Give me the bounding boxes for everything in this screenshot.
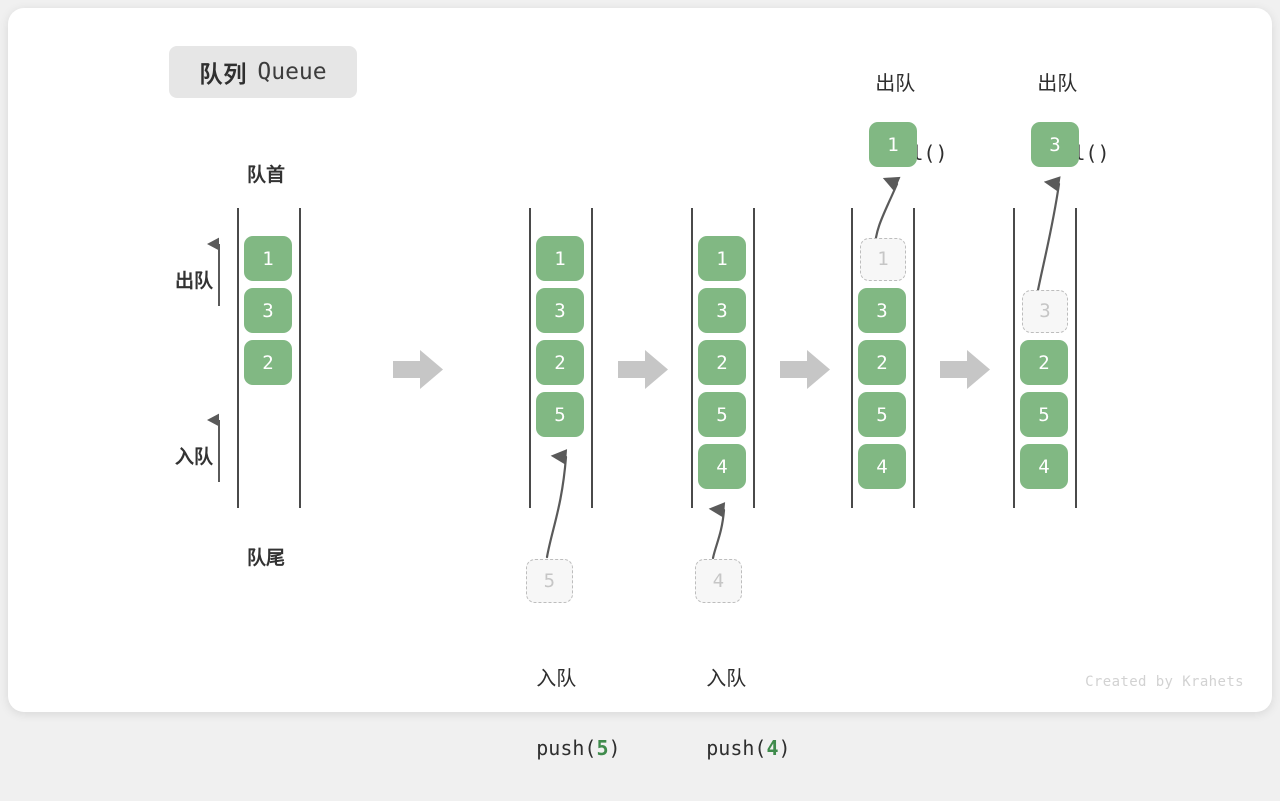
queue-cell: 1 <box>536 236 584 281</box>
queue-cell: 1 <box>244 236 292 281</box>
rail-right <box>299 208 301 508</box>
caption-code-pre: push( <box>706 736 767 761</box>
queue-cell: 3 <box>698 288 746 333</box>
caption-cn: 入队 <box>536 668 577 691</box>
flow-arrow-icon <box>393 350 443 389</box>
caption-push-5: 入队 push(5) <box>514 628 621 801</box>
queue-tail-label: 队尾 <box>246 548 285 569</box>
queue-cell: 3 <box>858 288 906 333</box>
title-chinese: 队列 <box>199 61 248 87</box>
queue-head-label: 队首 <box>246 165 285 186</box>
queue-cell: 5 <box>698 392 746 437</box>
caption-code-pre: push( <box>536 736 597 761</box>
queue-cell: 2 <box>698 340 746 385</box>
rail-left <box>529 208 531 508</box>
queue-cell: 2 <box>536 340 584 385</box>
dequeue-direction-arrow <box>207 237 220 306</box>
diagram-stage: 队列 Queue 队首 队尾 出队 入队 1 3 2 1 3 2 5 <box>8 8 1272 760</box>
rail-left <box>1013 208 1015 508</box>
diagram-title-chip: 队列 Queue <box>169 46 357 98</box>
rail-left <box>691 208 693 508</box>
rail-right <box>1075 208 1077 508</box>
dequeue-side-label: 出队 <box>174 271 213 292</box>
flow-arrow-icon <box>780 350 830 389</box>
queue-cell: 5 <box>1020 392 1068 437</box>
flow-arrow-icon <box>618 350 668 389</box>
outgoing-element-result: 1 <box>869 122 917 167</box>
queue-cell-new: 4 <box>698 444 746 489</box>
caption-cn: 出队 <box>1037 73 1078 96</box>
enqueue-side-label: 入队 <box>174 447 213 468</box>
caption-code-post: ) <box>608 736 621 761</box>
queue-cell-removed: 3 <box>1021 289 1069 334</box>
diagram-card: 队列 Queue 队首 队尾 出队 入队 1 3 2 1 3 2 5 <box>8 8 1272 760</box>
queue-cell-new: 5 <box>536 392 584 437</box>
rail-right <box>591 208 593 508</box>
enqueue-curve-arrow <box>545 449 568 559</box>
incoming-element-ghost: 5 <box>526 559 573 603</box>
flow-arrow-icon <box>940 350 990 389</box>
queue-cell: 2 <box>1020 340 1068 385</box>
queue-cell: 4 <box>858 444 906 489</box>
caption-cn: 出队 <box>875 73 916 96</box>
queue-cell: 1 <box>698 236 746 281</box>
queue-cell: 3 <box>536 288 584 333</box>
queue-cell: 3 <box>244 288 292 333</box>
caption-cn: 入队 <box>706 668 747 691</box>
rail-right <box>913 208 915 508</box>
caption-code-post: ) <box>778 736 791 761</box>
rail-left <box>851 208 853 508</box>
title-english: Queue <box>257 59 327 85</box>
queue-cell: 2 <box>244 340 292 385</box>
dequeue-curve-arrow <box>1034 176 1061 302</box>
outgoing-element-result: 3 <box>1031 122 1079 167</box>
enqueue-direction-arrow <box>207 413 220 482</box>
queue-cell: 4 <box>1020 444 1068 489</box>
queue-cell: 5 <box>858 392 906 437</box>
queue-cell-removed: 1 <box>859 237 907 282</box>
caption-code-value: 4 <box>766 736 779 761</box>
caption-code-post: ) <box>1097 141 1110 166</box>
caption-code-value: 5 <box>596 736 609 761</box>
queue-cell: 2 <box>858 340 906 385</box>
rail-left <box>237 208 239 508</box>
caption-code-post: ) <box>935 141 948 166</box>
rail-right <box>753 208 755 508</box>
caption-push-4: 入队 push(4) <box>684 628 791 801</box>
incoming-element-ghost: 4 <box>695 559 742 603</box>
enqueue-curve-arrow <box>708 502 726 560</box>
credit-text: Created by Krahets <box>1085 674 1244 690</box>
